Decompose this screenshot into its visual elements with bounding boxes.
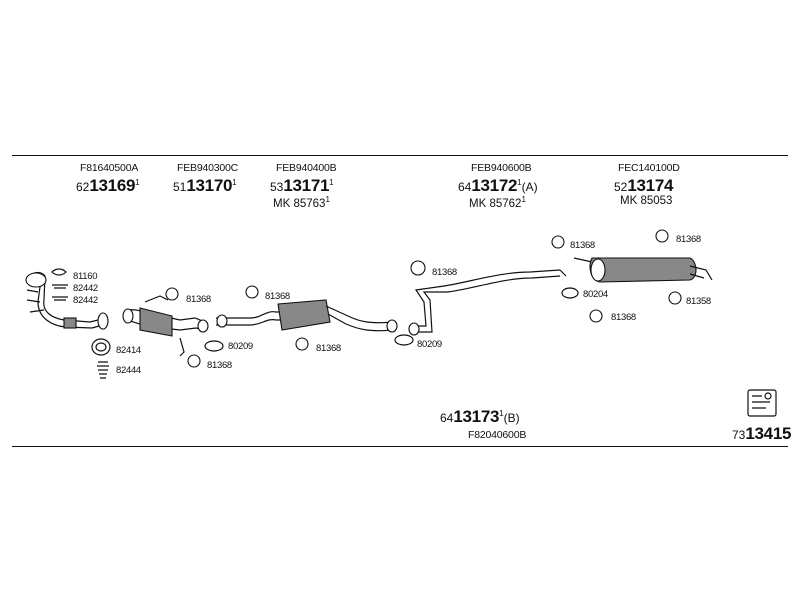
- group-1-sup: 1: [135, 178, 140, 187]
- group-4-sup: 1: [517, 178, 522, 187]
- group-1-part-number: 62131691: [76, 177, 140, 194]
- group-2-sup: 1: [232, 178, 237, 187]
- footer-prefix: 73: [732, 428, 746, 442]
- bottom-sup: 1: [499, 409, 504, 418]
- group-3-mk-sup: 1: [325, 195, 330, 204]
- gasket-ring-icon: [91, 338, 111, 356]
- group-5-part-number: 5213174: [614, 177, 673, 194]
- group-3-code: FEB940400B: [276, 162, 337, 174]
- exhaust-pipe-icon: [25, 271, 109, 330]
- label-81358: 81358: [686, 296, 711, 307]
- label-81160: 81160: [73, 271, 98, 282]
- group-1-code: F81640500A: [80, 162, 139, 174]
- label-81368-muffler-top: 81368: [676, 234, 701, 245]
- footer-part-number: 7313415: [732, 425, 791, 442]
- label-82442-b: 82442: [73, 295, 98, 306]
- label-81368-mid-rear: 81368: [432, 267, 457, 278]
- group-5-prefix: 52: [614, 180, 628, 194]
- group-5-number: 13174: [627, 176, 674, 195]
- label-80204: 80204: [583, 289, 608, 300]
- label-80209-cat: 80209: [228, 341, 253, 352]
- group-5-mk: MK 85053: [620, 195, 673, 207]
- group-3-prefix: 53: [270, 180, 284, 194]
- exhaust-pipe-icon: [408, 269, 567, 336]
- label-81368-rear-bot: 81368: [611, 312, 636, 323]
- label-82444: 82444: [116, 365, 141, 376]
- catalytic-converter-icon: [122, 295, 209, 357]
- label-81368-mid: 81368: [265, 291, 290, 302]
- label-81368-cat-b: 81368: [207, 360, 232, 371]
- label-82442-a: 82442: [73, 283, 98, 294]
- bottom-prefix: 64: [440, 411, 454, 425]
- group-4-suffix: (A): [521, 180, 538, 194]
- label-82414: 82414: [116, 345, 141, 356]
- group-3-mk-text: MK 85763: [273, 198, 326, 210]
- top-divider: [12, 155, 788, 156]
- group-4-mk: MK 857621: [469, 196, 526, 211]
- exhaust-pipe-icon: [216, 299, 398, 333]
- group-4-code: FEB940600B: [471, 162, 532, 174]
- bottom-number: 13173: [453, 407, 500, 426]
- spring-icon: [97, 361, 109, 379]
- group-4-part-number: 64131721(A): [458, 177, 538, 194]
- group-1-number: 13169: [89, 176, 136, 195]
- label-80209-mid-rear: 80209: [417, 339, 442, 350]
- rubber-hanger-icon: [410, 235, 603, 323]
- label-81368-cat: 81368: [186, 294, 211, 305]
- group-3-mk: MK 857631: [273, 196, 330, 211]
- group-3-number: 13171: [283, 176, 330, 195]
- label-81368-rear-top: 81368: [570, 240, 595, 251]
- bottom-divider: [12, 446, 788, 447]
- bottom-part-number: 64131731(B): [440, 408, 520, 425]
- group-2-prefix: 51: [173, 180, 187, 194]
- group-5-code: FEC140100D: [618, 162, 680, 174]
- group-2-part-number: 51131701: [173, 177, 237, 194]
- rubber-hanger-icon: [245, 285, 414, 351]
- group-4-number: 13172: [471, 176, 518, 195]
- group-4-prefix: 64: [458, 180, 472, 194]
- toolbox-icon: [747, 389, 777, 417]
- clamp-icon: [51, 268, 68, 301]
- footer-number: 13415: [745, 424, 792, 443]
- group-2-number: 13170: [186, 176, 233, 195]
- rubber-hanger-icon: [655, 229, 682, 305]
- muffler-icon: [573, 257, 713, 283]
- bottom-code: F82040600B: [468, 429, 527, 441]
- label-81368-mid-b: 81368: [316, 343, 341, 354]
- group-4-mk-text: MK 85762: [469, 198, 522, 210]
- group-1-prefix: 62: [76, 180, 90, 194]
- bottom-suffix: (B): [503, 411, 520, 425]
- group-4-mk-sup: 1: [521, 195, 526, 204]
- group-3-part-number: 53131711: [270, 177, 334, 194]
- rubber-hanger-icon: [165, 287, 224, 368]
- group-3-sup: 1: [329, 178, 334, 187]
- group-2-code: FEB940300C: [177, 162, 239, 174]
